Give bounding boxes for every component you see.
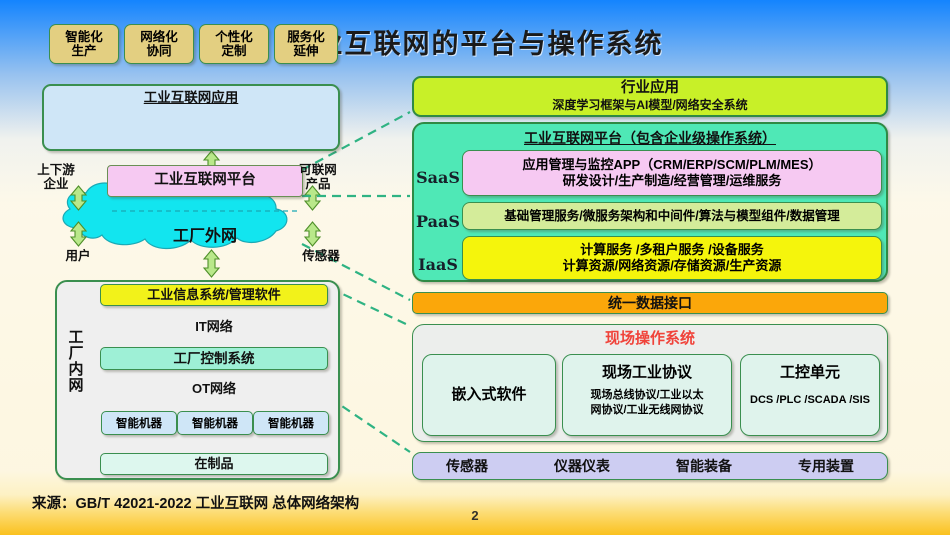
fos-cell-subtitle: 现场总线协议/工业以太 网协议/工业无线网协议 [590, 389, 704, 416]
device-item-sensor[interactable]: 传感器 [446, 457, 488, 474]
app-cell-intelligent-production[interactable]: 智能化 生产 [49, 24, 119, 64]
industrial-information-system-box[interactable]: 工业信息系统/管理软件 [100, 284, 328, 306]
industry-application-subtitle: 深度学习框架与AI模型/网络安全系统 [552, 98, 748, 113]
industrial-internet-application-panel: 工业互联网应用 [42, 84, 340, 151]
tier-label-iaas: IaaS [418, 255, 458, 274]
label-connected-products-line2: 产品 [305, 177, 331, 191]
fos-cell-subtitle: DCS /PLC /SCADA /SIS [750, 394, 870, 407]
field-operating-system-title: 现场操作系统 [604, 330, 695, 347]
industry-application-title: 行业应用 [621, 80, 679, 97]
external-network-label: 工厂外网 [172, 228, 237, 245]
iaas-line-2: 计算资源/网络资源/存储资源/生产资源 [562, 258, 782, 273]
app-cell-line2: 延伸 [293, 44, 319, 58]
label-upstream-line2: 企业 [43, 177, 69, 191]
fos-cell-industrial-control-unit[interactable]: 工控单元 DCS /PLC /SCADA /SIS [740, 354, 880, 436]
app-cell-networked-collaboration[interactable]: 网络化 协同 [124, 24, 194, 64]
industrial-internet-platform-box-left[interactable]: 工业互联网平台 [107, 165, 303, 197]
app-cell-line2: 协同 [146, 44, 172, 58]
smart-machine-box[interactable]: 智能机器 [101, 411, 177, 435]
ot-network-label: OT网络 [191, 381, 237, 396]
device-item-instrument[interactable]: 仪器仪表 [554, 457, 610, 474]
saas-line-1: 应用管理与监控APP（CRM/ERP/SCM/PLM/MES） [522, 157, 822, 173]
tier-label-paas: PaaS [416, 212, 460, 231]
fos-cell-title: 现场工业协议 [601, 364, 692, 381]
factory-control-system-box[interactable]: 工厂控制系统 [100, 347, 328, 370]
fos-cell-title: 工控单元 [779, 364, 840, 381]
source-citation: 来源：GB/T 42021-2022 工业互联网 总体网络架构 [32, 496, 360, 512]
app-cell-line1: 网络化 [140, 30, 178, 44]
app-cell-line1: 个性化 [215, 30, 253, 44]
label-connected-products-line1: 可联网 [299, 163, 337, 177]
fos-cell-title: 嵌入式软件 [451, 386, 527, 404]
device-layer-bar: 传感器 仪器仪表 智能装备 专用装置 [412, 452, 888, 480]
fos-cell-field-industrial-protocol[interactable]: 现场工业协议 现场总线协议/工业以太 网协议/工业无线网协议 [562, 354, 732, 436]
tier-label-saas: SaaS [416, 168, 460, 187]
tier-box-saas[interactable]: 应用管理与监控APP（CRM/ERP/SCM/PLM/MES） 研发设计/生产制… [462, 150, 882, 196]
label-users: 用户 [65, 249, 91, 263]
device-item-smart-equipment[interactable]: 智能装备 [676, 457, 732, 474]
page-title: 工业互联网的平台与操作系统 [286, 29, 664, 60]
factory-inner-network-label: 工厂内网 [68, 329, 84, 394]
smart-machine-box[interactable]: 智能机器 [253, 411, 329, 435]
platform-panel-title: 工业互联网平台（包含企业级操作系统） [524, 130, 776, 146]
app-cell-personalized-customization[interactable]: 个性化 定制 [199, 24, 269, 64]
app-cell-line2: 生产 [71, 44, 97, 58]
label-upstream-line1: 上下游 [37, 163, 75, 177]
tier-box-iaas[interactable]: 计算服务 /多租户服务 /设备服务 计算资源/网络资源/存储资源/生产资源 [462, 236, 882, 280]
app-cell-line1: 服务化 [287, 30, 325, 44]
saas-line-2: 研发设计/生产制造/经营管理/运维服务 [562, 173, 782, 188]
label-upstream-enterprise: 上下游 企业 [26, 163, 86, 191]
app-cell-line2: 定制 [221, 44, 247, 58]
paas-line-1: 基础管理服务/微服务架构和中间件/算法与模型组件/数据管理 [504, 208, 840, 223]
label-sensors: 传感器 [302, 249, 340, 263]
unified-data-interface-bar[interactable]: 统一数据接口 [412, 292, 888, 314]
iaas-line-1: 计算服务 /多租户服务 /设备服务 [580, 242, 764, 258]
device-item-special-device[interactable]: 专用装置 [798, 457, 854, 474]
smart-machine-box[interactable]: 智能机器 [177, 411, 253, 435]
app-cell-service-extension[interactable]: 服务化 延伸 [274, 24, 338, 64]
factory-inner-network-panel [55, 280, 340, 480]
it-network-label: IT网络 [195, 319, 233, 334]
fos-cell-embedded-software[interactable]: 嵌入式软件 [422, 354, 556, 436]
app-cell-line1: 智能化 [65, 30, 103, 44]
work-in-progress-box[interactable]: 在制品 [100, 453, 328, 475]
page-number: 2 [471, 508, 479, 523]
tier-box-paas[interactable]: 基础管理服务/微服务架构和中间件/算法与模型组件/数据管理 [462, 202, 882, 230]
label-connected-products: 可联网 产品 [290, 163, 346, 191]
industry-application-panel[interactable]: 行业应用 深度学习框架与AI模型/网络安全系统 [412, 76, 888, 117]
application-panel-title: 工业互联网应用 [143, 90, 239, 105]
